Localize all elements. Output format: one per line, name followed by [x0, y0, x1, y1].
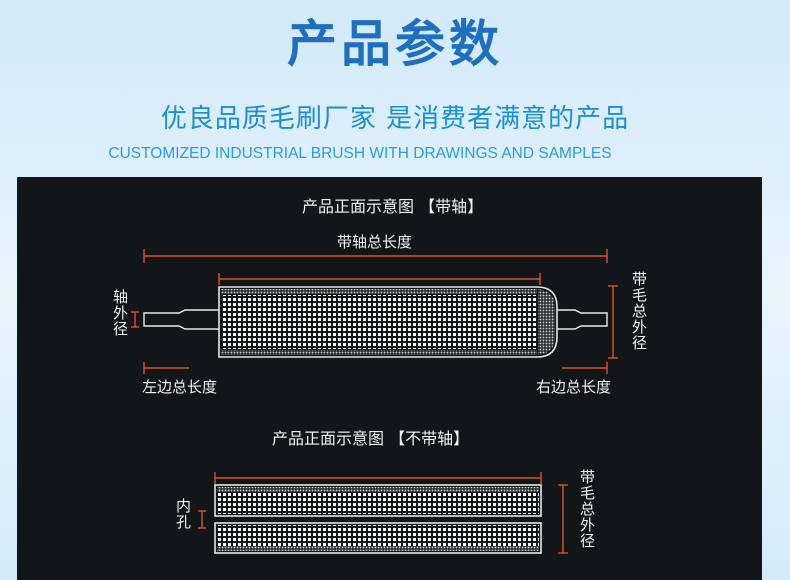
page-title: 产品参数: [287, 15, 503, 73]
diagram-title-with-shaft: 产品正面示意图 【带轴】: [302, 197, 484, 216]
brush-roller-with-shaft: [218, 286, 558, 358]
bristle-od-label-shaft: 带毛总外径: [630, 271, 648, 351]
right-length-label: 右边总长度: [536, 378, 612, 396]
shaft-od-label: 轴外径: [111, 289, 129, 337]
diagram-title-no-shaft: 产品正面示意图 【不带轴】: [272, 429, 470, 448]
bristle-od-marker-shaft: [608, 285, 618, 359]
bore-label: 内孔: [174, 498, 192, 530]
brush-roller-no-shaft: [214, 484, 542, 554]
diagram-drawing: [131, 249, 618, 554]
shaft-od-marker: [131, 311, 139, 328]
total-length-dimension-noshaft: [214, 472, 542, 484]
page-subtitle-english: CUSTOMIZED INDUSTRIAL BRUSH WITH DRAWING…: [108, 145, 612, 162]
total-length-dimension: [143, 249, 608, 263]
page-subtitle: 优良品质毛刷厂家 是消费者满意的产品: [160, 104, 630, 134]
bristle-od-label-noshaft: 带毛总外径: [578, 469, 596, 549]
shaft: [143, 309, 608, 330]
left-length-label: 左边总长度: [142, 378, 218, 396]
right-length-marker: [562, 362, 608, 374]
diagram-panel: 产品正面示意图 【带轴】 带轴总长度 轴外径 带毛总外径 左边总长度 右边总长度…: [17, 177, 762, 580]
bore-marker: [198, 510, 206, 529]
left-length-marker: [143, 362, 189, 374]
total-length-label: 带轴总长度: [337, 233, 413, 251]
bristle-od-marker-noshaft: [558, 484, 568, 554]
core-length-dimension: [218, 273, 541, 285]
